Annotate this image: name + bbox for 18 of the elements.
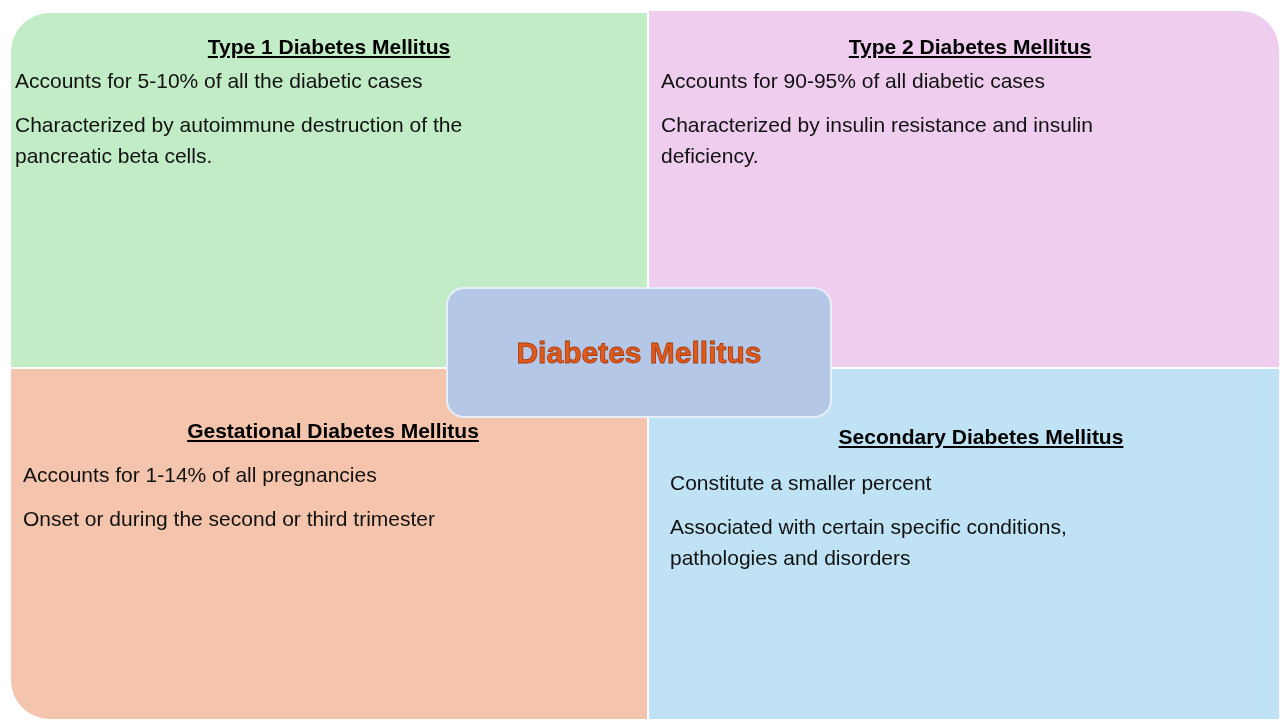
panel-heading: Type 2 Diabetes Mellitus (848, 35, 1092, 59)
panel-text: Accounts for 1-14% of all pregnancies (23, 462, 378, 488)
quadrant-panel (10, 12, 648, 368)
panel-text: Characterized by autoimmune destruction of the pancreatic beta cells. (15, 112, 464, 169)
quadrant-panel (648, 368, 1280, 720)
panel-text: Accounts for 5-10% of all the diabetic cases (15, 68, 424, 94)
panel-text: Onset or during the second or third trimester (23, 506, 437, 532)
panel-heading: Secondary Diabetes Mellitus (838, 425, 1124, 449)
panel-text: Associated with certain specific conditions, pathologies and disorders (670, 514, 1068, 571)
center-box (446, 287, 832, 418)
center-title: Diabetes Mellitus (516, 335, 762, 370)
panel-heading: Type 1 Diabetes Mellitus (207, 35, 451, 59)
panel-heading: Gestational Diabetes Mellitus (187, 419, 479, 443)
panel-text: Accounts for 90-95% of all diabetic cases (661, 68, 1047, 94)
panel-text: Constitute a smaller percent (670, 470, 933, 496)
quadrant-panel (648, 10, 1280, 368)
quadrant-panel (10, 368, 648, 720)
panel-text: Characterized by insulin resistance and insulin deficiency. (661, 112, 1094, 169)
